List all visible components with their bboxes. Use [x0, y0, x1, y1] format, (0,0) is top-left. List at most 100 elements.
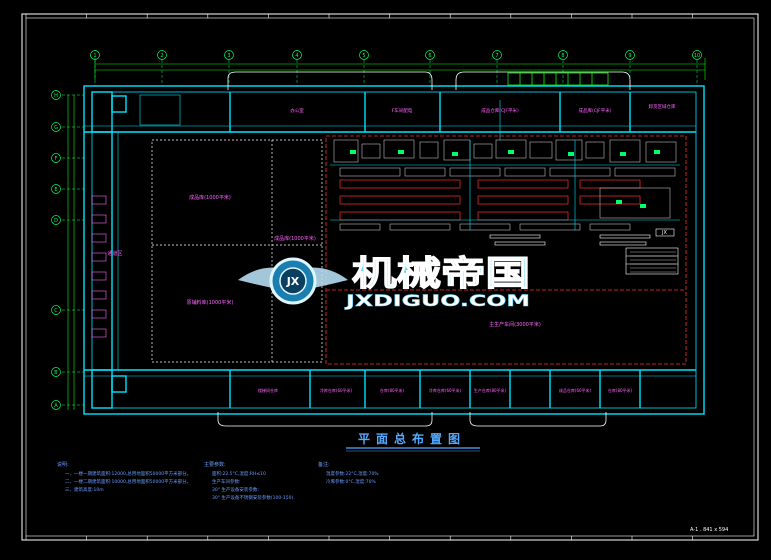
equipment-unit [419, 141, 439, 159]
left-window [91, 233, 107, 243]
emblem-letters: JX [286, 275, 300, 288]
grid-bubble-top [692, 50, 702, 60]
grid-bubble-left [51, 122, 61, 132]
room-label-top: 成品仓库(CJF平米) [481, 107, 519, 114]
grid-label-top: 7 [495, 53, 498, 59]
sheet-border-inner [25, 17, 755, 537]
note-col3-head: 备注: [318, 461, 330, 468]
grid-label-top: 9 [628, 53, 631, 59]
grid-bubble-top [292, 50, 302, 60]
hall-label-3: 原辅料库(1000平米) [187, 299, 234, 306]
grid-bubble-left [51, 153, 61, 163]
grid-bubble-top [224, 50, 234, 60]
note-col1-head: 说明: [57, 461, 69, 468]
room-label-bottom: 仓库(80平米) [380, 387, 405, 393]
valve [398, 150, 404, 154]
grid-bubble-top [558, 50, 568, 60]
note-col2-head: 主要参数: [204, 461, 226, 468]
equipment-unit [519, 223, 581, 231]
notes: 说明:一、一楼一期建筑面积:12000,总用地面积50000平方米部分。二、一楼… [57, 461, 379, 501]
equipment-layout [330, 100, 680, 273]
equipment-unit [529, 141, 553, 159]
equipment-unit [589, 223, 631, 231]
grid-bubble-top [359, 50, 369, 60]
grid-bubble-left [51, 400, 61, 410]
note-col1-line: 二、一楼二期建筑面积:10000,总用地面积50000平方米部分。 [65, 478, 191, 485]
conveyor [599, 234, 651, 239]
note-col2-line: 30° 生产设备不锈钢安装参数(100-150) [212, 494, 293, 501]
grid-bubble-top [492, 50, 502, 60]
production-area [325, 135, 687, 365]
grid-label-top: 5 [362, 53, 365, 59]
top-dimensions [94, 58, 706, 80]
equipment-unit [504, 167, 546, 177]
grid-label-left: F [55, 156, 58, 162]
conveyor [599, 241, 647, 246]
grid-label-left: G [54, 125, 58, 131]
watermark-en: JXDIGUO.COM [345, 291, 530, 310]
process-line [477, 195, 569, 205]
equipment-unit [614, 167, 676, 177]
valve [452, 152, 458, 156]
conveyor [489, 234, 541, 239]
grid-label-left: D [54, 218, 58, 224]
equipment-unit [339, 167, 401, 177]
valve [616, 200, 622, 204]
left-window [91, 309, 107, 319]
grid-label-left: B [54, 370, 58, 376]
hall-label-1: 成品库(1000平米) [189, 194, 231, 201]
top-canopies [227, 71, 631, 90]
room-label-top: 办公室 [290, 107, 304, 114]
grid-bubble-left [51, 215, 61, 225]
process-line [579, 179, 641, 189]
hall-label-4: 主生产车间(3000平米) [489, 321, 541, 328]
note-col3-line: 温度参数:22°C,湿度:70% [326, 470, 379, 477]
left-window [91, 252, 107, 262]
room-label-bottom: 冷库仓库(60平米) [320, 387, 353, 393]
note-col3-line: 冷库参数:0°C,湿度:70% [326, 478, 376, 485]
storage-halls [151, 139, 323, 363]
equipment-unit [599, 187, 671, 219]
watermark-emblem: JX [238, 257, 348, 305]
legend-tag: JX [661, 230, 667, 236]
room-label-bottom: 生产仓库(80平米) [474, 387, 507, 393]
room-label-top: F车间配电 [392, 107, 413, 114]
equipment-unit [383, 139, 415, 159]
process-line [339, 211, 461, 221]
equipment-unit [404, 167, 446, 177]
bottom-canopies [217, 412, 607, 427]
grid-label-top: 1 [93, 53, 96, 59]
grid-bubble-top [625, 50, 635, 60]
grid-label-left: A [54, 403, 58, 409]
sheet-border-outer [21, 13, 759, 541]
grid-label-top: 3 [227, 53, 230, 59]
legend-box [625, 247, 679, 275]
process-line [339, 179, 461, 189]
valve [568, 152, 574, 156]
dock-doors [507, 72, 609, 86]
left-dimensions [67, 95, 75, 410]
room-label-bottom: 楼梯间仓库 [258, 387, 278, 393]
room-label-top: 卸货区域仓库 [649, 103, 676, 110]
grid-label-top: 6 [428, 53, 431, 59]
left-window [91, 290, 107, 300]
equipment-unit [333, 139, 359, 163]
note-col1-line: 三、建筑高度:10m [65, 486, 104, 493]
equipment-unit [389, 223, 451, 231]
left-window [91, 271, 107, 281]
process-line [339, 195, 461, 205]
conveyor [494, 241, 546, 246]
watermark-cn: 机械帝国 [352, 254, 530, 294]
equipment-unit [449, 167, 501, 177]
grid-bubble-top [157, 50, 167, 60]
building-walls [83, 85, 705, 415]
equipment-unit [609, 139, 641, 163]
equipment-unit [339, 223, 381, 231]
grid-label-left: C [54, 308, 58, 314]
left-bay-label: 通道区 [107, 250, 122, 257]
equipment-unit [443, 139, 471, 161]
grid-label-top: 2 [160, 53, 163, 59]
equipment-unit [361, 143, 381, 159]
equipment-unit [555, 139, 583, 161]
